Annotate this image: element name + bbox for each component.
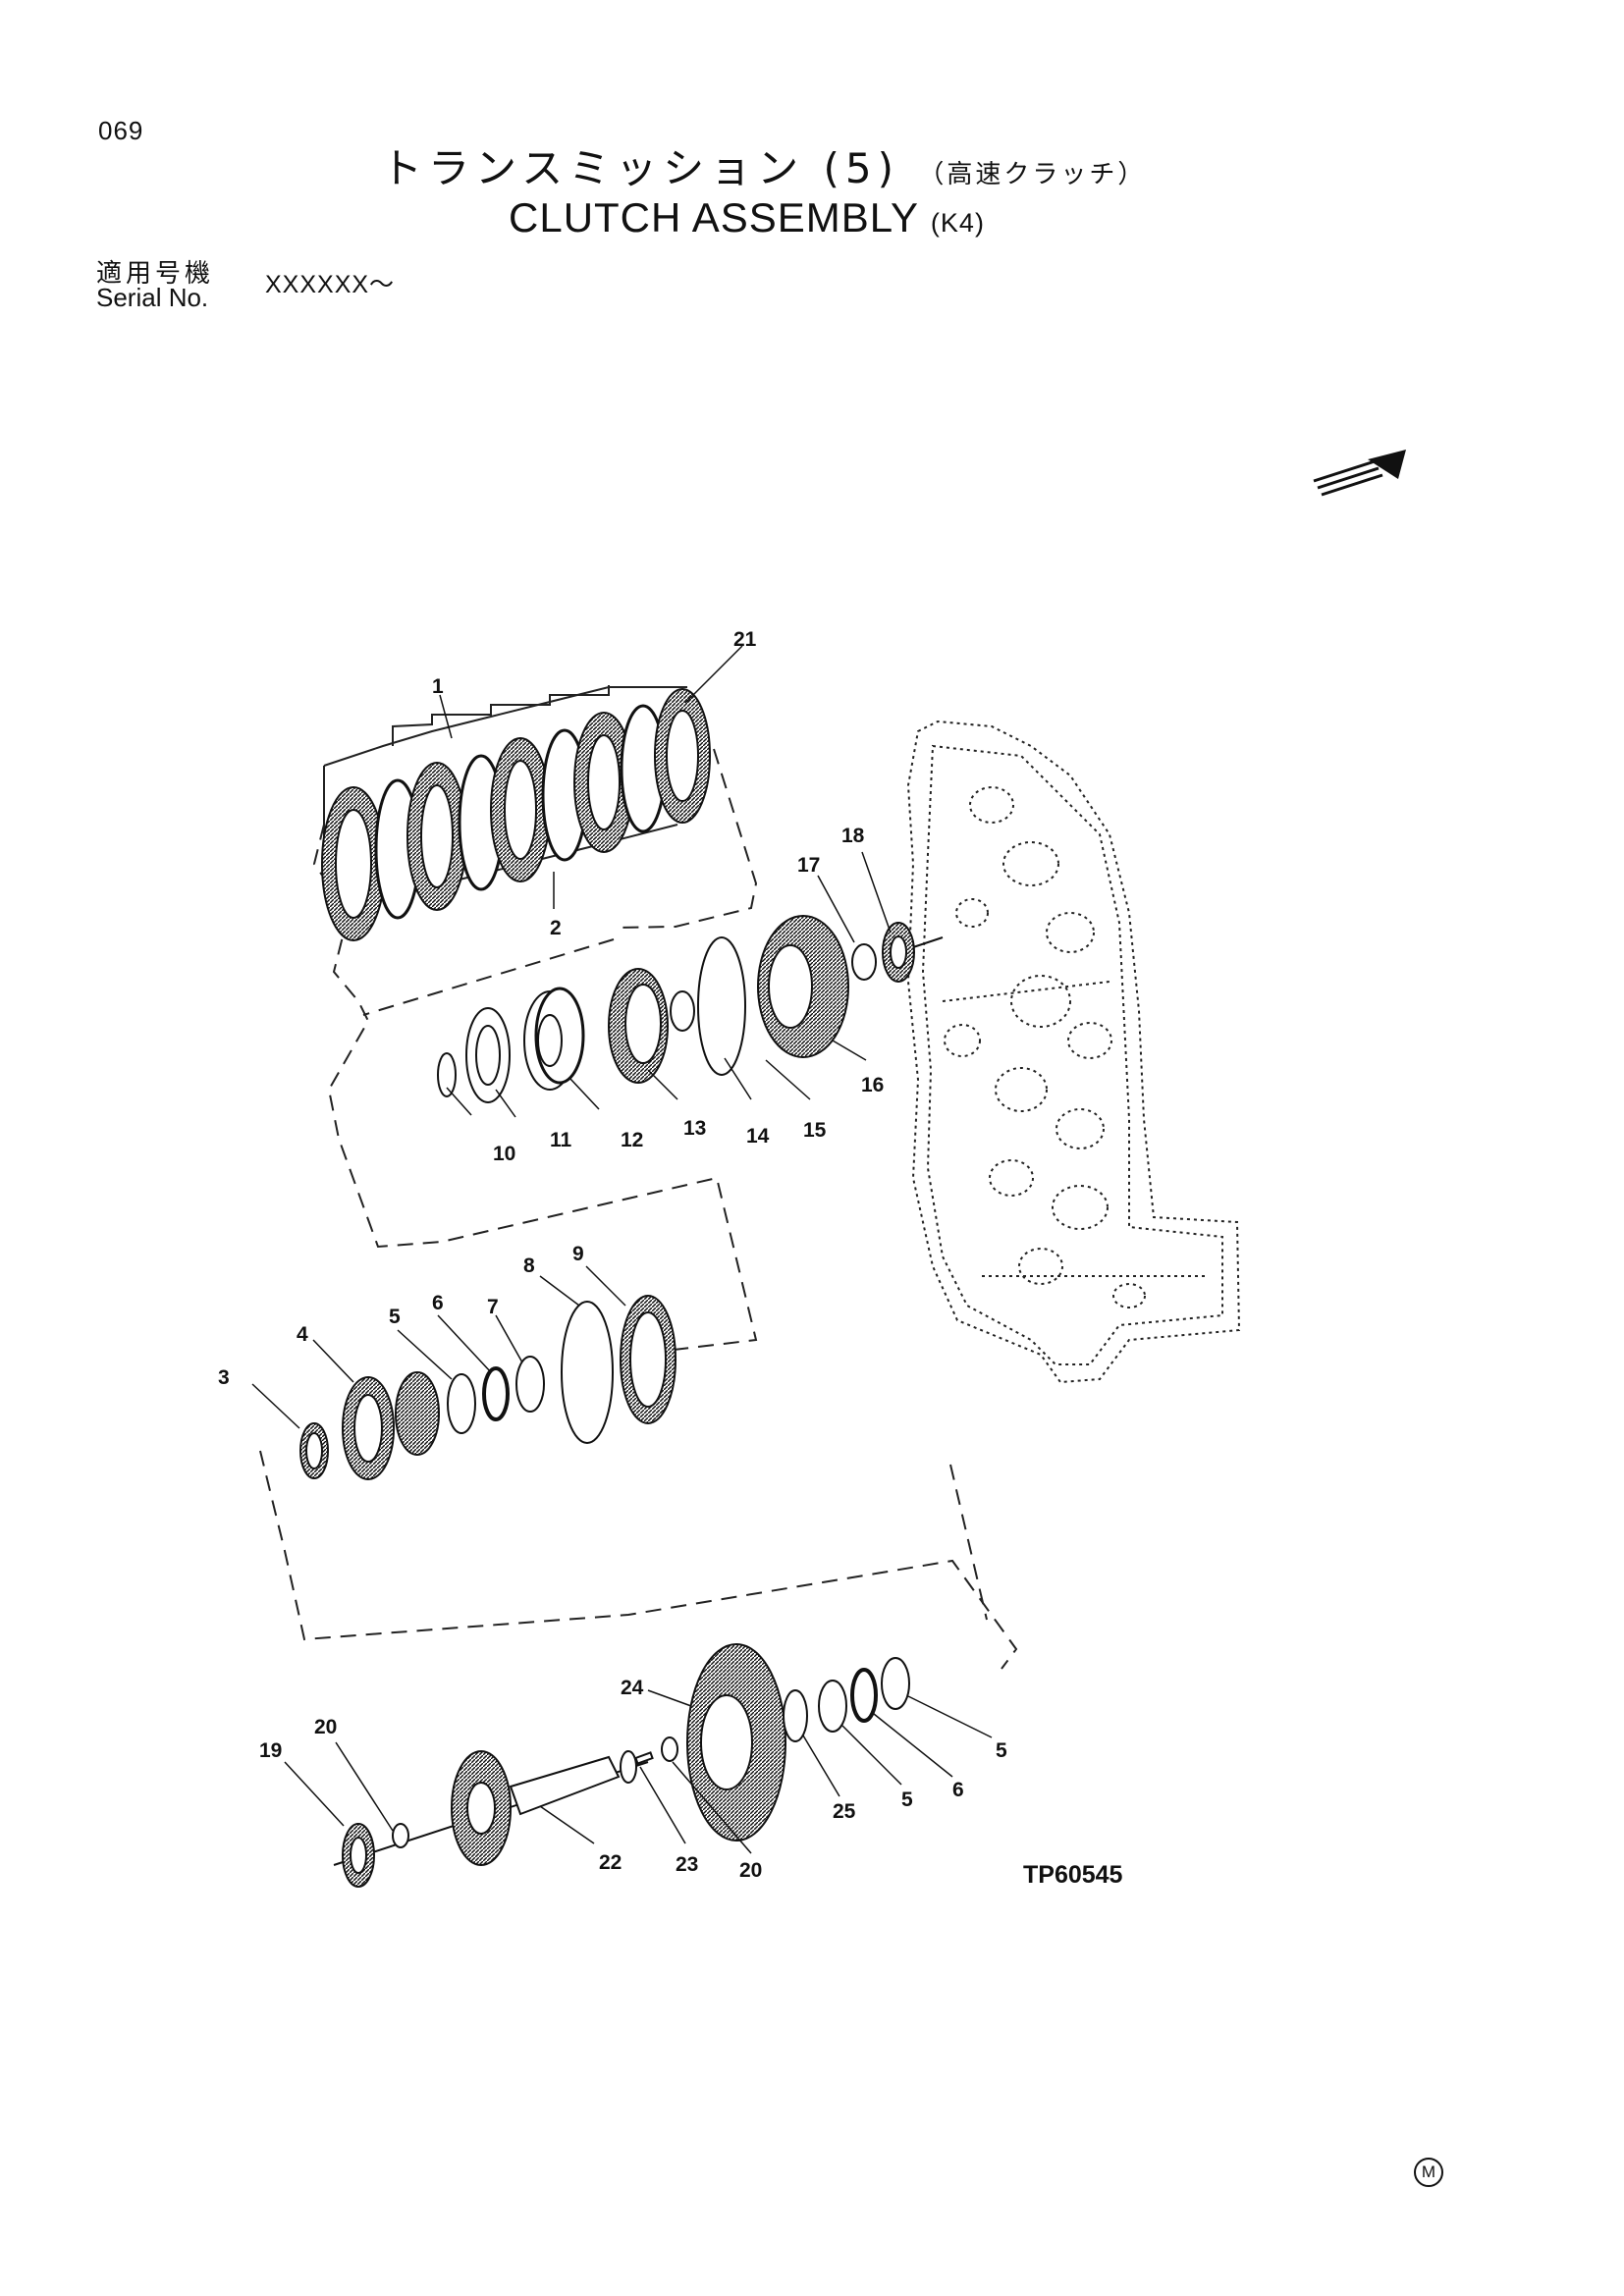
page-title-jp: トランスミッション (5) （高速クラッチ） [381,135,1146,195]
piston-row-parts [437,915,944,1103]
part-label-5b: 5 [901,1789,913,1811]
part-label-7: 7 [487,1296,499,1318]
title-en-main: CLUTCH ASSEMBLY [509,194,919,240]
part-label-17: 17 [797,854,820,877]
part-label-21: 21 [733,628,757,651]
assembly-outline [259,748,1018,1670]
reference-code: TP60545 [1023,1861,1123,1889]
part-label-6: 6 [432,1292,444,1314]
gear-row-parts [299,1295,677,1480]
page-title-en: CLUTCH ASSEMBLY (K4) [509,194,985,241]
page-number: 069 [98,116,144,145]
front-direction-arrow-icon [1313,450,1406,497]
part-label-9: 9 [572,1243,584,1265]
part-label-15: 15 [803,1119,827,1142]
part-label-4: 4 [297,1323,308,1346]
part-label-20b: 20 [739,1859,762,1882]
part-label-5c: 5 [996,1739,1007,1762]
part-label-13: 13 [683,1117,706,1140]
part-label-25: 25 [833,1800,856,1823]
part-label-18: 18 [841,825,865,847]
part-label-11: 11 [550,1129,572,1151]
part-label-8: 8 [523,1255,535,1277]
part-label-12: 12 [621,1129,643,1151]
part-label-5: 5 [389,1306,401,1328]
part-label-20a: 20 [314,1716,337,1738]
part-label-19: 19 [259,1739,282,1762]
part-callouts: 1 2 3 4 5 6 7 8 9 10 11 12 13 14 15 16 1… [218,628,1007,1882]
serial-label-en: Serial No. [96,283,209,312]
title-jp-subtitle: （高速クラッチ） [918,160,1147,189]
leader-lines [251,645,993,1854]
part-label-1: 1 [432,675,444,698]
part-label-2: 2 [550,917,562,939]
part-label-10: 10 [493,1143,515,1165]
part-label-24: 24 [621,1677,644,1699]
shaft-row-parts [333,1643,910,1888]
part-label-23: 23 [676,1853,698,1876]
title-en-subtitle: (K4) [930,208,985,238]
title-jp-number: (5) [823,144,900,192]
part-label-22: 22 [599,1851,622,1874]
clutch-disc-pack [321,688,711,941]
part-label-16: 16 [861,1074,884,1096]
serial-value: XXXXXX～ [265,271,396,298]
part-label-14: 14 [746,1125,770,1148]
part-label-3: 3 [218,1366,230,1389]
title-jp-main: トランスミッション [381,144,805,192]
serial-label-jp: 適用号機 [96,259,215,289]
part-label-6b: 6 [952,1779,964,1801]
transmission-housing [906,720,1241,1384]
circled-m-icon: M [1414,2158,1443,2187]
